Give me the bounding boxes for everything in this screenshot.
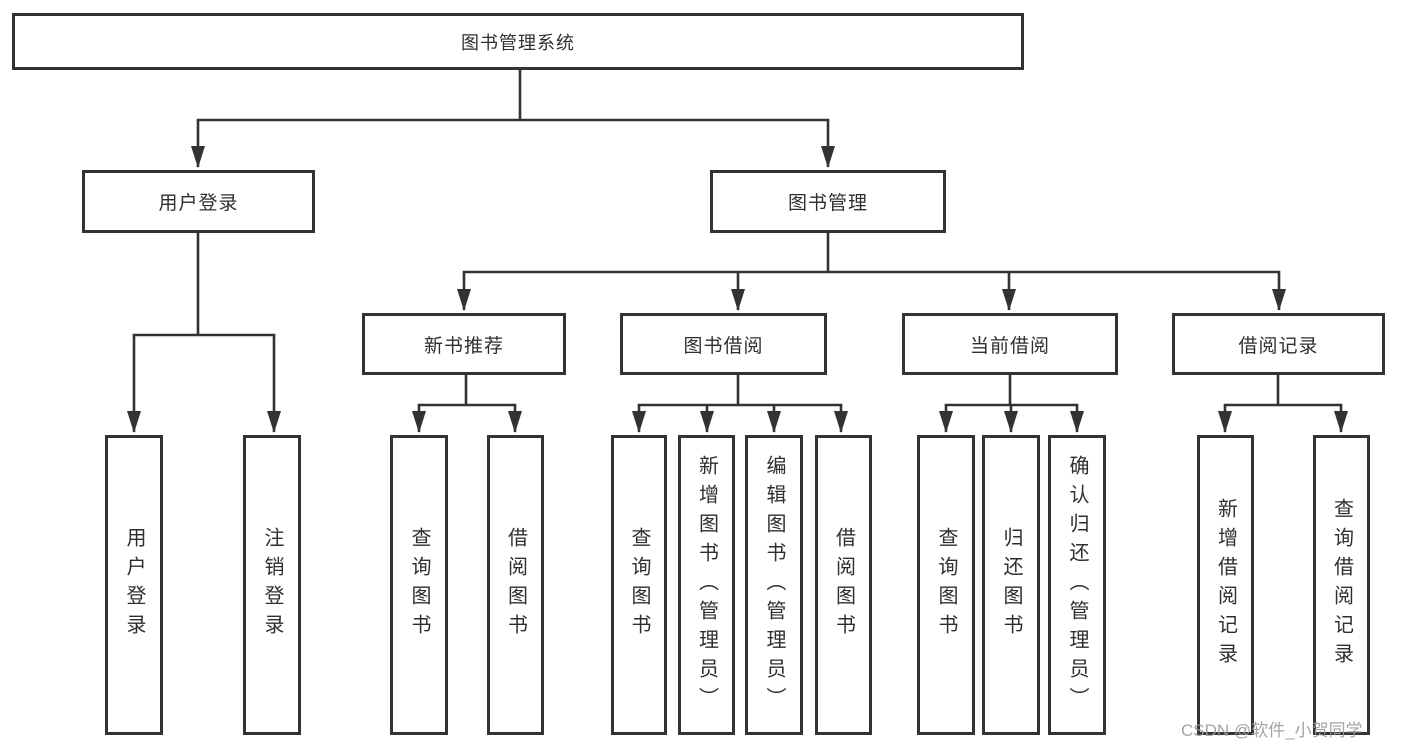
node-label: 新书推荐 bbox=[423, 335, 504, 357]
leaf-borrow-books-borrowing: 借阅图书 bbox=[815, 435, 872, 735]
leaf-confirm-return-admin: 确认归还（管理员） bbox=[1048, 435, 1106, 735]
leaf-edit-book-admin: 编辑图书（管理员） bbox=[745, 435, 803, 735]
node-book-management-system: 图书管理系统 bbox=[12, 13, 1024, 70]
leaf-user-login: 用户登录 bbox=[105, 435, 163, 735]
leaf-label: 查询图书 bbox=[628, 527, 650, 643]
leaf-label: 查询图书 bbox=[408, 527, 430, 643]
leaf-label: 新增图书（管理员） bbox=[695, 454, 718, 716]
leaf-label: 查询图书 bbox=[935, 527, 957, 643]
csdn-watermark: CSDN @软件_小贺同学 bbox=[1181, 721, 1363, 740]
leaf-logout: 注销登录 bbox=[243, 435, 301, 735]
leaf-add-book-admin: 新增图书（管理员） bbox=[678, 435, 735, 735]
node-label: 借阅记录 bbox=[1238, 335, 1319, 357]
leaf-borrow-books-recommend: 借阅图书 bbox=[487, 435, 544, 735]
node-current-borrowing: 当前借阅 bbox=[902, 313, 1118, 375]
leaf-return-book: 归还图书 bbox=[982, 435, 1040, 735]
leaf-label: 用户登录 bbox=[123, 527, 145, 643]
node-label: 图书管理 bbox=[787, 193, 868, 214]
node-new-book-recommend: 新书推荐 bbox=[362, 313, 566, 375]
leaf-query-books-borrowing: 查询图书 bbox=[611, 435, 667, 735]
leaf-label: 确认归还（管理员） bbox=[1066, 454, 1088, 716]
leaf-label: 借阅图书 bbox=[504, 527, 527, 643]
leaf-label: 归还图书 bbox=[1000, 527, 1022, 643]
leaf-query-books-current: 查询图书 bbox=[917, 435, 975, 735]
node-label: 图书借阅 bbox=[683, 335, 764, 357]
leaf-query-books-recommend: 查询图书 bbox=[390, 435, 448, 735]
node-borrowing-records: 借阅记录 bbox=[1172, 313, 1385, 375]
node-user-login: 用户登录 bbox=[82, 170, 315, 233]
node-label: 图书管理系统 bbox=[461, 32, 575, 53]
leaf-label: 借阅图书 bbox=[832, 527, 855, 643]
leaf-label: 查询借阅记录 bbox=[1330, 498, 1353, 672]
node-label: 当前借阅 bbox=[969, 335, 1050, 357]
leaf-query-borrow-record: 查询借阅记录 bbox=[1313, 435, 1370, 735]
node-book-borrowing: 图书借阅 bbox=[620, 313, 827, 375]
leaf-label: 编辑图书（管理员） bbox=[763, 454, 785, 716]
leaf-add-borrow-record: 新增借阅记录 bbox=[1197, 435, 1254, 735]
node-book-management: 图书管理 bbox=[710, 170, 946, 233]
leaf-label: 新增借阅记录 bbox=[1214, 498, 1237, 672]
node-label: 用户登录 bbox=[158, 193, 239, 214]
leaf-label: 注销登录 bbox=[261, 527, 283, 643]
